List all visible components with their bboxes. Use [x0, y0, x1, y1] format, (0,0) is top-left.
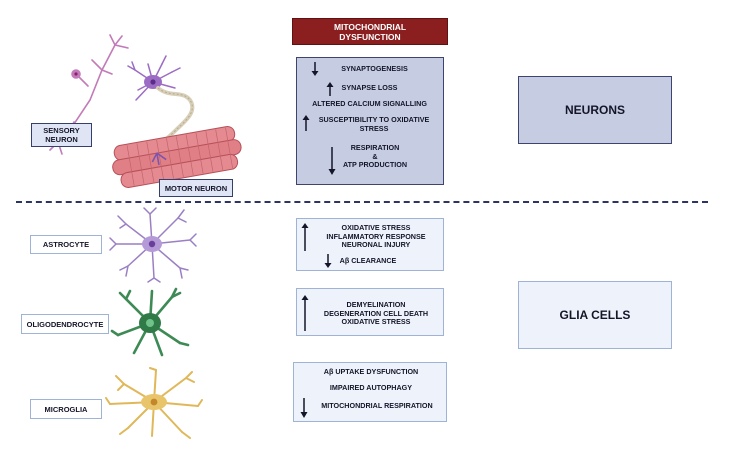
- effect-susceptibility-line-1: SUSCEPTIBILITY TO OXIDATIVE: [318, 115, 430, 124]
- arrow-down-icon: [328, 147, 336, 175]
- astrocyte-label: ASTROCYTE: [30, 235, 102, 254]
- arrow-up-icon: [301, 223, 309, 251]
- title-line-2: DYSFUNCTION: [339, 32, 401, 42]
- sensory-label-line-1: SENSORY: [43, 126, 80, 135]
- arrow-down-icon: [324, 254, 332, 268]
- neuron-illustrations: [49, 34, 242, 188]
- microglia-effect-2: IMPAIRED AUTOPHAGY: [329, 383, 413, 392]
- arrow-down-icon: [300, 398, 308, 418]
- neuron-effects-panel: SYNAPTOGENESIS SYNAPSE LOSS ALTERED CALC…: [296, 57, 444, 185]
- astrocyte-effect-2: INFLAMMATORY RESPONSE: [326, 231, 426, 241]
- effect-respiration-line-1: RESPIRATION: [350, 143, 400, 152]
- arrow-up-icon: [302, 115, 310, 131]
- arrow-up-icon: [301, 295, 309, 331]
- neurons-group-label: NEURONS: [518, 76, 672, 144]
- oligodendrocyte-effects-panel: DEMYELINATION DEGENERATION CELL DEATH OX…: [296, 288, 444, 336]
- oligodendrocyte-label: OLIGODENDROCYTE: [21, 314, 109, 334]
- oligodendrocyte-effect-1: DEMYELINATION: [346, 300, 406, 309]
- mitochondrial-dysfunction-title: MITOCHONDRIAL DYSFUNCTION: [292, 18, 448, 45]
- oligodendrocyte-illustration: [110, 287, 190, 357]
- oligodendrocyte-effect-2: DEGENERATION CELL DEATH: [323, 308, 429, 318]
- effect-respiration-line-3: ATP PRODUCTION: [342, 160, 408, 169]
- sensory-label-line-2: NEURON: [45, 135, 78, 144]
- motor-neuron-illustration: [127, 55, 195, 150]
- microglia-effect-3: MITOCHONDRIAL RESPIRATION: [321, 401, 433, 410]
- effect-susceptibility: SUSCEPTIBILITY TO OXIDATIVE STRESS: [309, 115, 439, 133]
- astrocyte-effect-4: Aβ CLEARANCE: [339, 256, 397, 265]
- astrocyte-effects-up: OXIDATIVE STRESS INFLAMMATORY RESPONSE N…: [311, 223, 441, 250]
- motor-neuron-label: MOTOR NEURON: [159, 179, 233, 197]
- microglia-illustration: [105, 367, 203, 439]
- microglia-effect-1: Aβ UPTAKE DYSFUNCTION: [323, 367, 419, 376]
- astrocyte-illustration: [109, 207, 197, 283]
- title-line-1: MITOCHONDRIAL: [333, 22, 407, 32]
- effect-altered-calcium: ALTERED CALCIUM SIGNALLING: [312, 99, 427, 108]
- astrocyte-effect-3: NEURONAL INJURY: [341, 240, 411, 249]
- microglia-label: MICROGLIA: [30, 399, 102, 419]
- arrow-down-icon: [311, 62, 319, 76]
- microglia-effects-panel: Aβ UPTAKE DYSFUNCTION IMPAIRED AUTOPHAGY…: [293, 362, 447, 422]
- section-divider: [16, 201, 708, 203]
- muscle-fibers-illustration: [112, 126, 242, 188]
- astrocyte-effect-1: OXIDATIVE STRESS: [341, 223, 411, 232]
- effect-susceptibility-line-2: STRESS: [359, 123, 389, 133]
- astrocyte-effects-panel: OXIDATIVE STRESS INFLAMMATORY RESPONSE N…: [296, 218, 444, 271]
- sensory-neuron-label: SENSORY NEURON: [31, 123, 92, 147]
- oligodendrocyte-effects-up: DEMYELINATION DEGENERATION CELL DEATH OX…: [311, 300, 441, 327]
- glia-cells-group-label: GLIA CELLS: [518, 281, 672, 349]
- effect-synapse-loss: SYNAPSE LOSS: [341, 83, 398, 92]
- effect-respiration-atp: RESPIRATION & ATP PRODUCTION: [335, 143, 415, 170]
- oligodendrocyte-effect-3: OXIDATIVE STRESS: [341, 317, 411, 326]
- effect-respiration-line-2: &: [372, 151, 378, 161]
- arrow-up-icon: [326, 82, 334, 96]
- effect-synaptogenesis: SYNAPTOGENESIS: [341, 64, 408, 73]
